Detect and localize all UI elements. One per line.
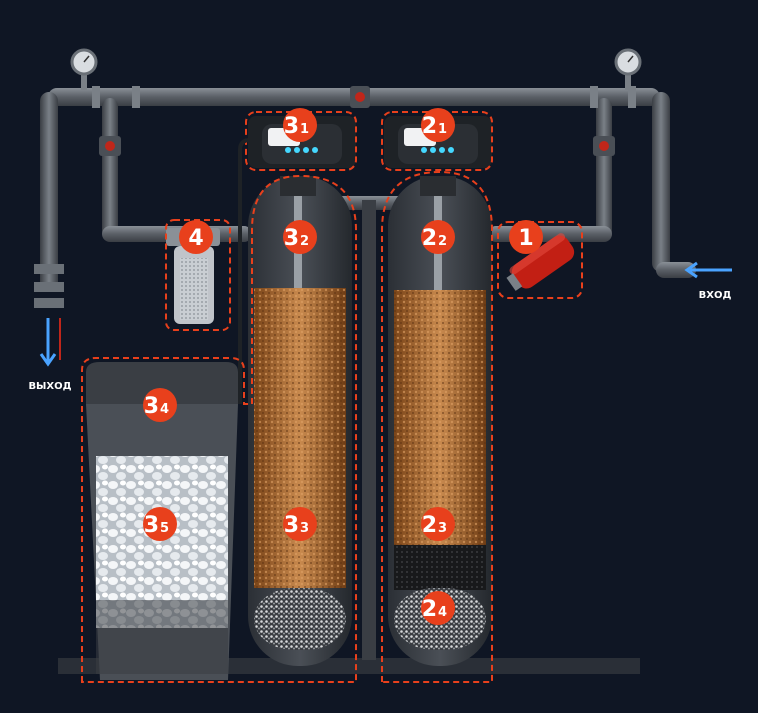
svg-text:2: 2 — [422, 513, 437, 538]
valve-left-icon — [99, 136, 121, 156]
softener-system-outline — [81, 174, 357, 683]
svg-text:4: 4 — [188, 226, 203, 251]
svg-text:3: 3 — [300, 521, 309, 536]
magnetic-converter-outline — [497, 221, 583, 299]
brine-line — [238, 138, 251, 404]
svg-text:1: 1 — [438, 122, 447, 137]
bypass-valve-icon — [350, 86, 370, 108]
svg-text:5: 5 — [160, 521, 169, 536]
svg-text:3: 3 — [144, 513, 159, 538]
outlet-arrow-icon — [39, 318, 61, 367]
badge-2-4: 2 4 — [421, 591, 455, 625]
svg-text:4: 4 — [160, 402, 169, 417]
inlet-label: ВХОД — [699, 290, 732, 301]
magnetic-converter — [506, 233, 575, 291]
badge-2-3: 2 3 — [421, 507, 455, 541]
mechanical-filter-outline — [165, 219, 231, 331]
brine-tank — [86, 362, 238, 680]
svg-text:1: 1 — [518, 226, 533, 251]
svg-text:2: 2 — [438, 234, 447, 249]
svg-text:3: 3 — [284, 114, 299, 139]
svg-text:2: 2 — [422, 226, 437, 251]
badge-3-2: 3 2 — [283, 220, 317, 254]
iron-tank-outline — [381, 170, 493, 683]
badge-4: 4 — [179, 220, 213, 254]
iron-removal-tank — [388, 176, 492, 666]
valve-right-icon — [593, 136, 615, 156]
inlet-arrow-icon — [684, 261, 732, 279]
badge-1: 1 — [509, 220, 543, 254]
svg-text:4: 4 — [438, 605, 447, 620]
svg-text:2: 2 — [422, 597, 437, 622]
badge-3-1: 3 1 — [283, 108, 317, 142]
svg-text:3: 3 — [438, 521, 447, 536]
mechanical-filter — [166, 228, 220, 324]
svg-text:3: 3 — [284, 226, 299, 251]
badge-3-4: 3 4 — [143, 388, 177, 422]
badge-3-5: 3 5 — [143, 507, 177, 541]
svg-text:3: 3 — [144, 394, 159, 419]
badge-2-1: 2 1 — [421, 108, 455, 142]
pressure-gauge-left-icon — [70, 48, 98, 90]
pressure-gauge-right-icon — [614, 48, 642, 90]
badge-3-3: 3 3 — [283, 507, 317, 541]
svg-text:2: 2 — [300, 234, 309, 249]
svg-text:1: 1 — [300, 122, 309, 137]
control-head-3 — [248, 116, 356, 168]
outlet-label: ВЫХОД — [28, 381, 71, 392]
svg-text:2: 2 — [422, 114, 437, 139]
svg-text:3: 3 — [284, 513, 299, 538]
badge-2-2: 2 2 — [421, 220, 455, 254]
